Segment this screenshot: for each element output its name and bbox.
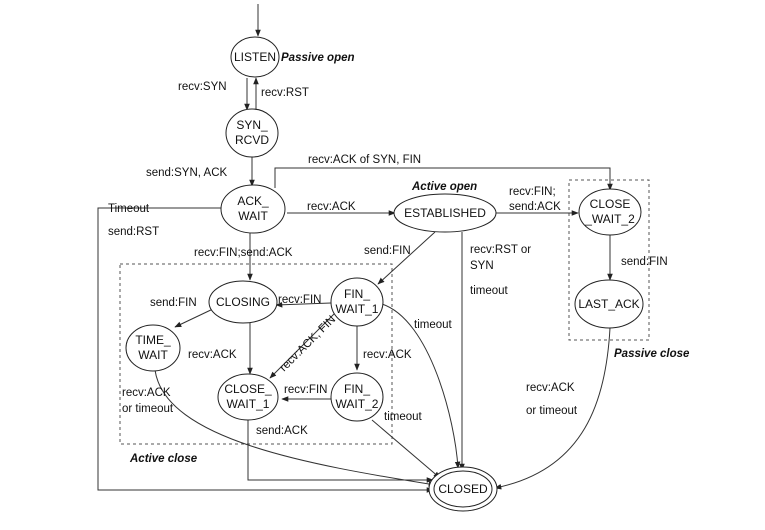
edge-finwait1-closing xyxy=(275,301,332,308)
label-recv-ack-or-timeout-1: recv:ACK xyxy=(122,387,171,399)
svg-text:WAIT_2: WAIT_2 xyxy=(336,397,379,411)
state-closed: CLOSED xyxy=(428,466,498,512)
edges xyxy=(97,4,613,493)
svg-text:WAIT_1: WAIT_1 xyxy=(227,397,270,411)
edge-finwait2-closed xyxy=(371,419,441,479)
edge-closing-timewait xyxy=(174,307,216,328)
label-send-fin-timewait: send:FIN xyxy=(150,297,197,309)
edge-timewait-closed xyxy=(154,369,436,487)
label-timeout-left: Timeout xyxy=(108,203,150,215)
state-listen-label: LISTEN xyxy=(234,50,276,64)
edge-closewait1-closed xyxy=(247,420,434,483)
label-send-ack-cw1: send:ACK xyxy=(256,425,308,437)
svg-text:_WAIT_2: _WAIT_2 xyxy=(584,212,635,226)
state-close-wait-2: CLOSE _WAIT_2 xyxy=(578,188,642,236)
label-recv-ack-closing: recv:ACK xyxy=(188,349,237,361)
label-recv-rst-or-syn-1: recv:RST or xyxy=(470,244,531,256)
svg-text:ACK_: ACK_ xyxy=(237,194,269,208)
label-send-syn-ack: send:SYN, ACK xyxy=(146,167,228,179)
edge-lastack-closed xyxy=(494,327,611,490)
active-close-region xyxy=(119,263,393,445)
svg-text:ESTABLISHED: ESTABLISHED xyxy=(404,206,486,220)
svg-text:CLOSE: CLOSE xyxy=(590,197,631,211)
label-recv-ack-fin-diag: recv:ACK, FIN xyxy=(278,314,338,374)
svg-text:WAIT: WAIT xyxy=(138,348,168,362)
state-syn-rcvd: SYN_ RCVD xyxy=(225,108,279,158)
label-recv-rst: recv:RST xyxy=(261,87,309,99)
edge-finwait1-closewait1 xyxy=(269,312,336,379)
svg-text:RCVD: RCVD xyxy=(235,133,269,147)
edge-ackwait-closewait2 xyxy=(274,167,613,191)
label-or-timeout-lastack: or timeout xyxy=(526,405,578,417)
svg-text:FIN_: FIN_ xyxy=(344,382,370,396)
edge-finwait1-closed xyxy=(381,303,461,469)
label-send-fin-cw2: send:FIN xyxy=(621,256,668,268)
label-recv-fin-closing: recv:FIN xyxy=(278,294,321,306)
state-close-wait-1: CLOSE_ WAIT_1 xyxy=(217,373,279,421)
svg-text:SYN_: SYN_ xyxy=(236,118,268,132)
edge-labels: recv:SYN recv:RST send:SYN, ACK recv:ACK… xyxy=(108,81,668,437)
state-closing: CLOSING xyxy=(208,280,278,324)
group-label-passive-close: Passive close xyxy=(614,348,690,360)
label-recv-ack-lastack: recv:ACK xyxy=(526,382,575,394)
state-fin-wait-1: FIN_ WAIT_1 xyxy=(330,277,384,327)
edge-established-finwait1 xyxy=(377,231,436,285)
edge-ackwait-closed-timeout xyxy=(97,207,434,493)
label-timeout-est: timeout xyxy=(470,285,509,297)
state-time-wait: TIME_ WAIT xyxy=(125,324,181,372)
label-timeout-fw1: timeout xyxy=(414,319,453,331)
label-recv-syn: recv:SYN xyxy=(178,81,227,93)
svg-text:CLOSING: CLOSING xyxy=(216,295,270,309)
label-recv-fin-fw2: recv:FIN xyxy=(284,384,327,396)
svg-text:WAIT_1: WAIT_1 xyxy=(336,302,379,316)
svg-text:LAST_ACK: LAST_ACK xyxy=(578,297,639,311)
group-label-passive-open: Passive open xyxy=(281,52,355,64)
state-last-ack: LAST_ACK xyxy=(574,279,644,329)
svg-text:TIME_: TIME_ xyxy=(135,333,171,347)
state-established: ESTABLISHED xyxy=(393,193,497,233)
group-label-active-open: Active open xyxy=(411,181,477,193)
state-fin-wait-2: FIN_ WAIT_2 xyxy=(330,372,384,422)
svg-text:CLOSED: CLOSED xyxy=(438,482,488,496)
label-recv-ack-of-syn-fin: recv:ACK of SYN, FIN xyxy=(308,154,421,166)
label-send-rst: send:RST xyxy=(108,226,159,238)
label-recv-rst-or-syn-2: SYN xyxy=(470,260,494,272)
svg-text:CLOSE_: CLOSE_ xyxy=(224,382,272,396)
group-label-active-close: Active close xyxy=(129,453,198,465)
state-ack-wait: ACK_ WAIT xyxy=(220,184,286,234)
label-recv-ack-established: recv:ACK xyxy=(307,201,356,213)
label-recv-ack-or-timeout-2: or timeout xyxy=(122,403,174,415)
svg-text:FIN_: FIN_ xyxy=(344,287,370,301)
label-recv-ack-fw1: recv:ACK xyxy=(363,349,412,361)
svg-text:WAIT: WAIT xyxy=(238,209,268,223)
label-recv-fin-1: recv:FIN; xyxy=(509,186,556,198)
state-listen: LISTEN xyxy=(230,36,280,78)
label-send-fin-est: send:FIN xyxy=(364,245,411,257)
label-timeout-fw2: timeout xyxy=(384,411,423,423)
label-send-ack-1: send:ACK xyxy=(509,201,561,213)
label-recv-fin-send-ack: recv:FIN;send:ACK xyxy=(194,247,293,259)
